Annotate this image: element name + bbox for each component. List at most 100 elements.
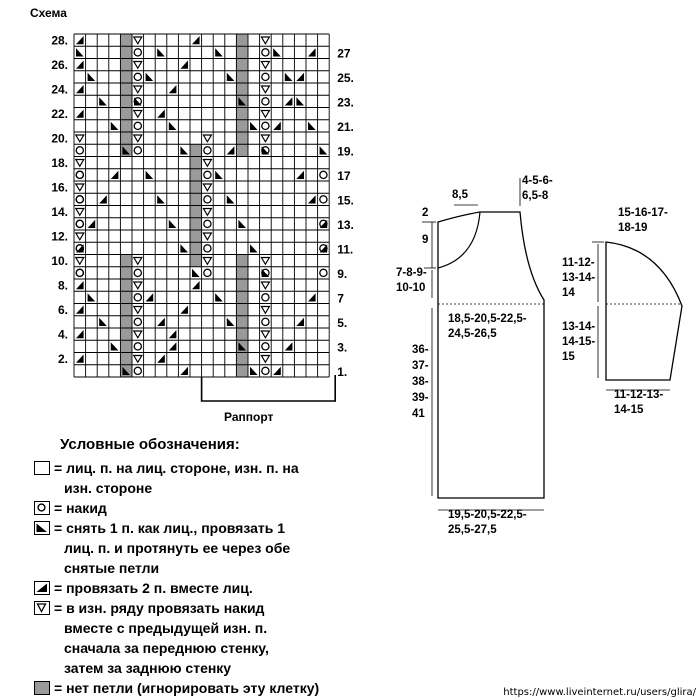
yo-symbol bbox=[261, 317, 270, 327]
legend-text: = снять 1 п. как лиц., провязать 1 bbox=[54, 520, 286, 536]
k2tog-symbol bbox=[296, 72, 304, 81]
body-hem-width: 19,5-20,5-22,5-25,5-27,5 bbox=[448, 509, 527, 536]
yo-twist-symbol bbox=[74, 232, 85, 241]
yo-symbol bbox=[133, 268, 143, 278]
k2tog-symbol bbox=[226, 146, 235, 155]
ssk-symbol bbox=[168, 121, 177, 130]
k2tog-symbol bbox=[157, 109, 165, 118]
row-label-right: 23. bbox=[337, 96, 354, 110]
yo-symbol bbox=[133, 342, 143, 351]
k2tog-symbol bbox=[76, 60, 84, 69]
row-label-right: 11. bbox=[337, 243, 353, 257]
ssk-symbol bbox=[180, 244, 188, 253]
no-stitch-cell bbox=[120, 291, 132, 304]
ssk-symbol bbox=[192, 268, 200, 277]
no-stitch-cell bbox=[120, 95, 132, 108]
legend-symbol-tri bbox=[34, 601, 50, 615]
yo-twist-symbol bbox=[132, 305, 143, 315]
yo-twist-symbol bbox=[260, 305, 271, 315]
row-label-right: 21. bbox=[337, 120, 354, 134]
k2tog-symbol bbox=[157, 317, 165, 326]
no-stitch-cell bbox=[236, 70, 248, 83]
legend-text: = провязать 2 п. вместе лиц. bbox=[54, 580, 253, 596]
k2tog-symbol bbox=[180, 366, 188, 375]
ssk-symbol bbox=[87, 293, 96, 302]
row-label-left: 28. bbox=[51, 33, 68, 47]
yo-twist-symbol bbox=[132, 134, 143, 143]
legend-text: сначала за переднюю стенку, bbox=[64, 640, 269, 656]
ssk-symbol bbox=[99, 97, 107, 106]
row-label-right: 5. bbox=[337, 316, 347, 330]
k2tog-symbol bbox=[284, 342, 293, 351]
k2tog-symbol bbox=[168, 342, 177, 351]
yo-symbol bbox=[261, 293, 270, 302]
legend-symbol-ssk bbox=[34, 521, 50, 535]
row-label-right: 13. bbox=[337, 218, 354, 232]
legend-text: = лиц. п. на лиц. стороне, изн. п. на bbox=[54, 460, 299, 476]
no-stitch-cell bbox=[236, 107, 248, 120]
legend-text: лиц. п. и протянуть ее через обе bbox=[64, 540, 291, 556]
no-stitch-cell bbox=[236, 83, 248, 96]
row-label-left: 6. bbox=[58, 303, 68, 317]
k2tog-symbol bbox=[99, 195, 107, 204]
no-stitch-cell bbox=[190, 181, 202, 194]
yo-twist-symbol bbox=[74, 256, 85, 266]
no-stitch-cell bbox=[236, 119, 248, 132]
yo-symbol bbox=[133, 146, 143, 155]
k2tog-symbol bbox=[76, 36, 84, 45]
ssk-symbol bbox=[226, 317, 235, 326]
sleeve-dim-lines bbox=[592, 241, 670, 391]
yo-symbol bbox=[319, 268, 328, 278]
no-stitch-cell bbox=[120, 315, 132, 328]
ssk-symbol bbox=[99, 317, 107, 326]
legend-symbol-gray bbox=[34, 681, 50, 695]
ssk-symbol bbox=[296, 97, 304, 106]
no-stitch-cell bbox=[120, 34, 132, 47]
ssk-symbol bbox=[250, 244, 258, 253]
ssk-symbol bbox=[145, 170, 154, 179]
ssk-symbol bbox=[273, 48, 281, 57]
no-stitch-cell bbox=[190, 156, 202, 169]
no-stitch-cell bbox=[236, 144, 248, 157]
row-label-left: 2. bbox=[58, 352, 68, 366]
row-label-right: 19. bbox=[337, 145, 354, 159]
no-stitch-cell bbox=[120, 303, 132, 316]
no-stitch-cell bbox=[190, 144, 202, 157]
k2tog-symbol bbox=[168, 330, 177, 339]
row-label-left: 26. bbox=[51, 58, 68, 72]
ssk-symbol bbox=[319, 146, 328, 155]
yo-twist-symbol bbox=[260, 281, 271, 290]
yo-symbol bbox=[261, 366, 270, 376]
no-stitch-cell bbox=[236, 254, 248, 267]
legend-symbol-yo bbox=[34, 501, 50, 515]
no-stitch-cell bbox=[236, 352, 248, 365]
no-stitch-cell bbox=[120, 46, 132, 59]
k2tog-symbol bbox=[319, 244, 328, 253]
legend-text: снятые петли bbox=[64, 560, 160, 576]
ssk-symbol bbox=[215, 170, 223, 179]
row-label-left: 8. bbox=[58, 278, 68, 292]
k2tog-symbol bbox=[180, 60, 188, 69]
footer-url: https://www.liveinternet.ru/users/glira/ bbox=[503, 687, 696, 698]
k2tog-symbol bbox=[308, 195, 316, 204]
ssk-symbol bbox=[238, 219, 246, 228]
row-label-left: 18. bbox=[51, 156, 68, 170]
row-label-right: 3. bbox=[337, 341, 347, 355]
no-stitch-cell bbox=[236, 315, 248, 328]
ssk-symbol bbox=[180, 146, 188, 155]
ssk-symbol bbox=[110, 121, 119, 130]
ssk-symbol bbox=[284, 72, 293, 81]
no-stitch-cell bbox=[190, 193, 202, 206]
no-stitch-cell bbox=[120, 83, 132, 96]
yo-twist-symbol bbox=[260, 354, 271, 364]
yo-symbol bbox=[203, 146, 212, 155]
ssk-symbol bbox=[122, 146, 130, 155]
ssk-symbol bbox=[261, 146, 270, 155]
yo-symbol bbox=[203, 268, 212, 278]
yo-symbol bbox=[133, 121, 143, 131]
yo-twist-symbol bbox=[202, 207, 213, 217]
ssk-symbol bbox=[215, 293, 223, 302]
yo-symbol bbox=[203, 170, 212, 180]
row-label-right: 27 bbox=[337, 47, 351, 61]
